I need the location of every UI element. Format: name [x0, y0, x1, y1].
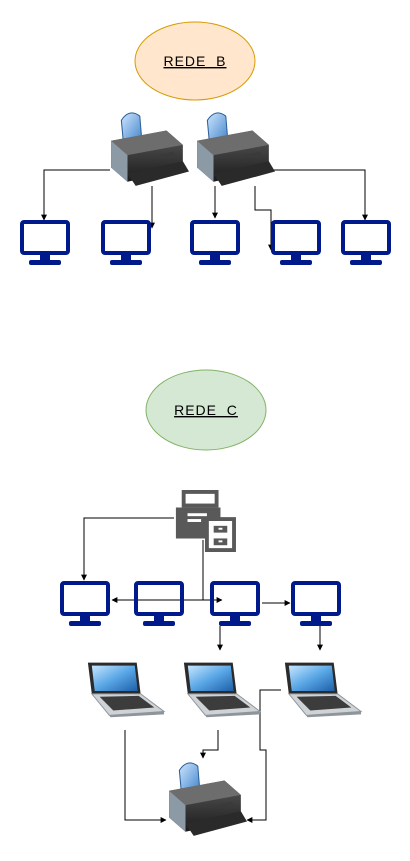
printer-icon: [168, 762, 247, 837]
monitor-icon: [341, 220, 391, 266]
monitor-icon: [210, 581, 260, 627]
laptop-icon: [183, 662, 261, 718]
printer-icon: [196, 112, 275, 187]
monitor-icon: [271, 220, 321, 266]
rede-b-ellipse: [134, 21, 256, 101]
printer-icon: [110, 112, 189, 187]
monitor-icon: [101, 220, 151, 266]
monitor-icon: [190, 220, 240, 266]
rede-b-connectors: [41, 169, 368, 251]
fax-server-icon: [173, 490, 236, 552]
rede-c-label: REDE C: [174, 402, 238, 418]
laptop-icon: [87, 662, 165, 718]
monitor-icon: [291, 581, 341, 627]
monitor-icon: [60, 581, 110, 627]
monitor-icon: [134, 581, 184, 627]
rede-c-connectors: [81, 517, 323, 823]
rede-c-ellipse: [145, 369, 267, 451]
rede-b-label: REDE B: [163, 53, 226, 69]
laptop-icon: [284, 662, 362, 718]
monitor-icon: [20, 220, 70, 266]
